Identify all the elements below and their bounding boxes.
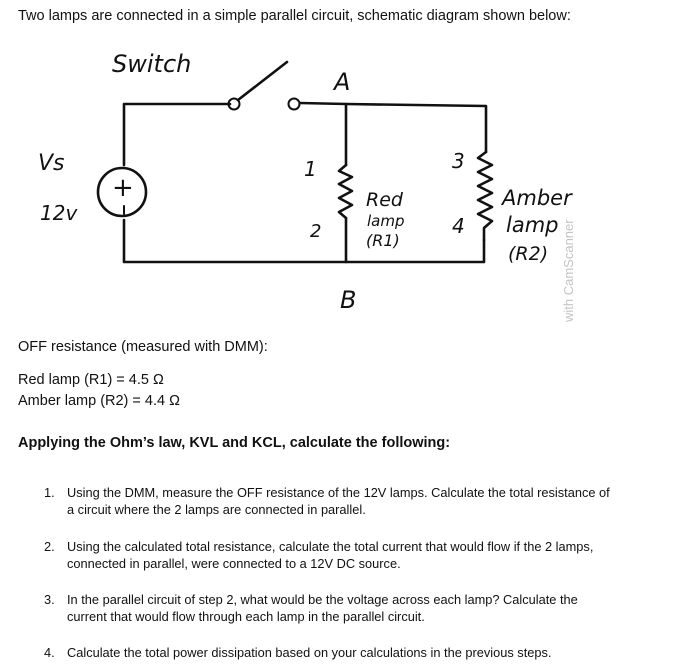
terminal-1-label: 1 <box>304 157 317 181</box>
node-b-label: B <box>340 286 356 314</box>
terminal-3-label: 3 <box>452 149 465 173</box>
amber-lamp-resistance: Amber lamp (R2) = 4.4 Ω <box>18 393 180 409</box>
node-a-label: A <box>332 68 350 96</box>
circuit-diagram: + Switch A B Vs 12v 1 2 3 4 Red lamp (R1… <box>38 50 576 323</box>
step-number: 1. <box>44 485 55 500</box>
switch-contact-left <box>227 97 241 111</box>
switch-lever <box>236 60 289 102</box>
terminal-4-label: 4 <box>452 214 465 238</box>
red-lamp-label-line2: lamp <box>367 212 405 230</box>
step-text-line: connected in parallel, were connected to… <box>67 556 401 571</box>
scanner-watermark: with CamScanner <box>561 219 576 323</box>
switch-label: Switch <box>112 50 191 78</box>
left-wire-bottom <box>122 218 486 264</box>
step-text-line: Using the DMM, measure the OFF resistanc… <box>67 485 610 500</box>
top-wire-right <box>298 101 488 154</box>
red-lamp-label-line3: (R1) <box>366 231 400 250</box>
left-wire-top <box>122 102 232 167</box>
step-number: 3. <box>44 592 55 607</box>
source-polarity-plus: + <box>112 173 134 203</box>
amber-lamp-label-line2: lamp <box>506 213 559 237</box>
voltage-source-symbol <box>96 166 148 218</box>
step-text-line: Calculate the total power dissipation ba… <box>67 645 552 660</box>
amber-lamp-label-line1: Amber <box>500 186 573 210</box>
step-text-line: In the parallel circuit of step 2, what … <box>67 592 578 607</box>
step-number: 2. <box>44 539 55 554</box>
step-text-line: current that would flow through each lam… <box>67 609 425 624</box>
amber-lamp-resistor <box>476 150 494 242</box>
step-text-line: a circuit where the 2 lamps are connecte… <box>67 502 366 517</box>
source-value: 12v <box>40 201 78 225</box>
red-lamp-resistor <box>337 163 354 220</box>
switch-contact-right <box>287 97 301 111</box>
red-lamp-resistance: Red lamp (R1) = 4.5 Ω <box>18 372 164 388</box>
terminal-2-label: 2 <box>310 221 321 242</box>
source-label: Vs <box>38 151 65 176</box>
amber-lamp-label-line3: (R2) <box>508 243 548 265</box>
task-heading: Applying the Ohm’s law, KVL and KCL, cal… <box>18 435 451 451</box>
intro-text: Two lamps are connected in a simple para… <box>18 8 571 24</box>
step-text-line: Using the calculated total resistance, c… <box>67 539 594 554</box>
step-number: 4. <box>44 645 55 660</box>
red-lamp-label-line1: Red <box>366 189 404 211</box>
off-resistance-title: OFF resistance (measured with DMM): <box>18 339 268 355</box>
